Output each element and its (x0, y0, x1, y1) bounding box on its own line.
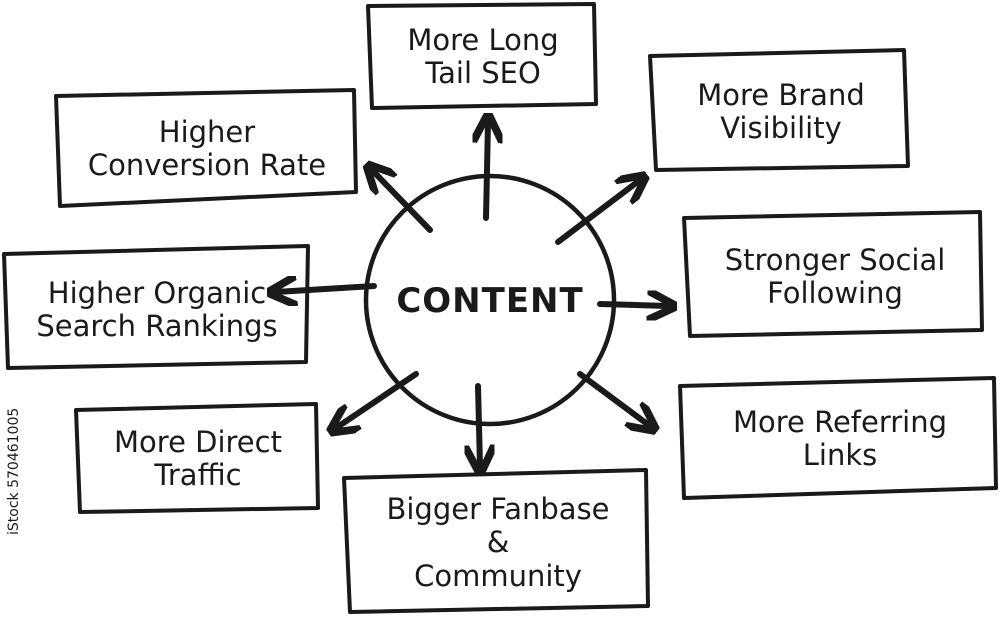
label-brand-visibility: More Brand Visibility (656, 58, 906, 166)
box-organic-rankings (2, 244, 310, 370)
box-long-tail-seo (366, 2, 598, 110)
label-line: Bigger Fanbase (386, 491, 610, 526)
arrow-to-fanbase-community (478, 383, 480, 466)
label-line: Community (414, 558, 582, 593)
label-direct-traffic: More Direct Traffic (80, 410, 316, 508)
label-line: More Direct (114, 424, 282, 459)
label-line: Conversion Rate (87, 148, 327, 182)
center-label-text: CONTENT (396, 281, 584, 322)
box-conversion-rate (54, 88, 358, 208)
label-line: & (486, 525, 510, 560)
box-referring-links (678, 376, 998, 500)
label-line: Following (767, 276, 903, 310)
box-direct-traffic (74, 402, 320, 514)
label-long-tail-seo: More Long Tail SEO (372, 10, 594, 104)
arrow-to-organic-rankings (276, 286, 377, 292)
arrow-to-brand-visibility (555, 180, 640, 245)
label-referring-links: More Referring Links (686, 386, 994, 492)
arrow-to-conversion-rate (372, 170, 433, 233)
stock-credit: iStock 570461005 (6, 385, 26, 535)
label-line: Visibility (720, 111, 842, 145)
arrow-to-long-tail-seo (486, 122, 488, 221)
stock-id: 570461005 (6, 407, 22, 488)
label-line: More Long (407, 22, 559, 57)
arrow-to-referring-links (577, 371, 650, 426)
label-line: More Referring (732, 404, 948, 439)
content-circle (363, 173, 617, 427)
arrow-to-direct-traffic (336, 371, 419, 428)
label-line: Traffic (154, 458, 242, 492)
label-line: Higher (158, 114, 256, 149)
center-label: CONTENT (396, 280, 582, 324)
label-line: Higher Organic (47, 275, 267, 310)
label-line: More Brand (697, 77, 865, 112)
label-organic-rankings: Higher Organic Search Rankings (8, 256, 306, 364)
label-line: Stronger Social (724, 242, 946, 277)
arrow-to-social-following (597, 304, 668, 306)
label-line: Search Rankings (36, 309, 278, 343)
label-line: Tail SEO (425, 56, 541, 90)
box-social-following (682, 210, 984, 338)
box-brand-visibility (648, 48, 910, 172)
label-social-following: Stronger Social Following (690, 222, 980, 332)
label-line: Links (802, 438, 878, 472)
stock-prefix: iStock (6, 492, 22, 535)
label-fanbase-community: Bigger Fanbase & Community (350, 478, 646, 608)
label-conversion-rate: Higher Conversion Rate (60, 98, 354, 200)
box-fanbase-community (342, 468, 650, 614)
